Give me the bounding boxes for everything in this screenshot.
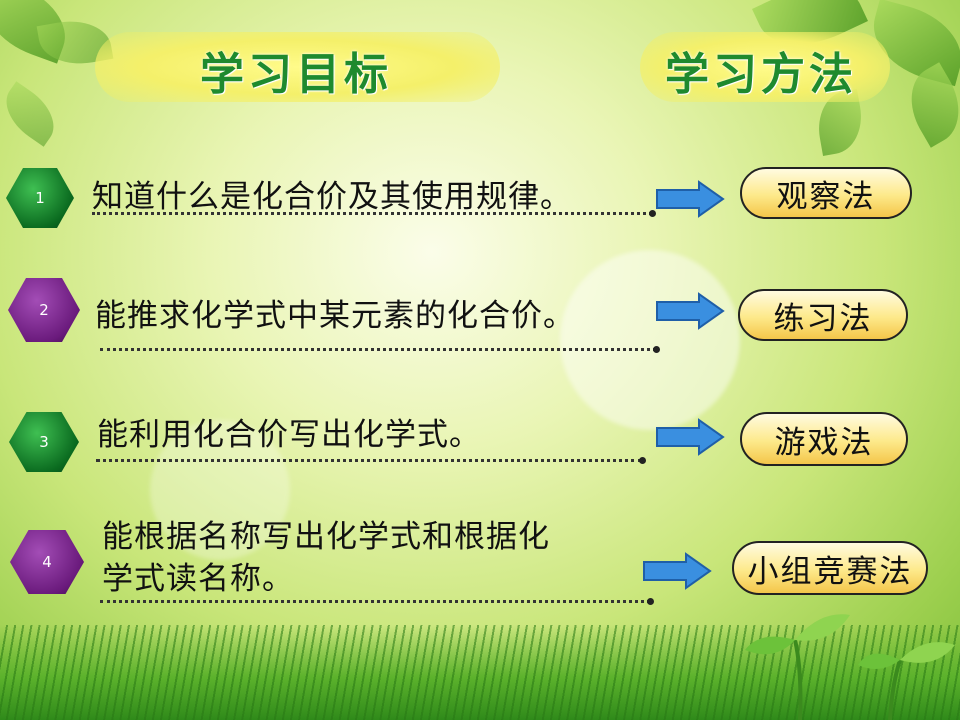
goal-text: 能利用化合价写出化学式。 xyxy=(97,417,481,453)
method-label: 游戏法 xyxy=(740,412,908,466)
goal-text: 能根据名称写出化学式和根据化 学式读名称。 xyxy=(102,519,550,597)
right-arrow-icon xyxy=(656,180,725,218)
goal-text: 知道什么是化合价及其使用规律。 xyxy=(92,179,572,215)
dotted-underline xyxy=(96,457,646,464)
dotted-underline xyxy=(100,346,660,353)
light-glow xyxy=(150,420,290,560)
sprout-decoration xyxy=(745,614,955,720)
header-methods-background xyxy=(640,32,890,102)
item-number-badge: 4 xyxy=(10,530,84,594)
header-methods: 学习方法 xyxy=(665,49,857,100)
dotted-underline xyxy=(92,210,656,217)
dotted-underline xyxy=(100,598,654,605)
right-arrow-icon xyxy=(643,552,712,590)
right-arrow-icon xyxy=(656,418,725,456)
method-label: 小组竞赛法 xyxy=(732,541,928,595)
light-glow xyxy=(560,250,740,430)
goal-text: 能推求化学式中某元素的化合价。 xyxy=(95,298,575,334)
right-arrow-icon xyxy=(656,292,725,330)
method-label: 观察法 xyxy=(740,167,912,219)
method-label: 练习法 xyxy=(738,289,908,341)
header-goals-background xyxy=(95,32,500,102)
header-goals: 学习目标 xyxy=(200,49,392,100)
